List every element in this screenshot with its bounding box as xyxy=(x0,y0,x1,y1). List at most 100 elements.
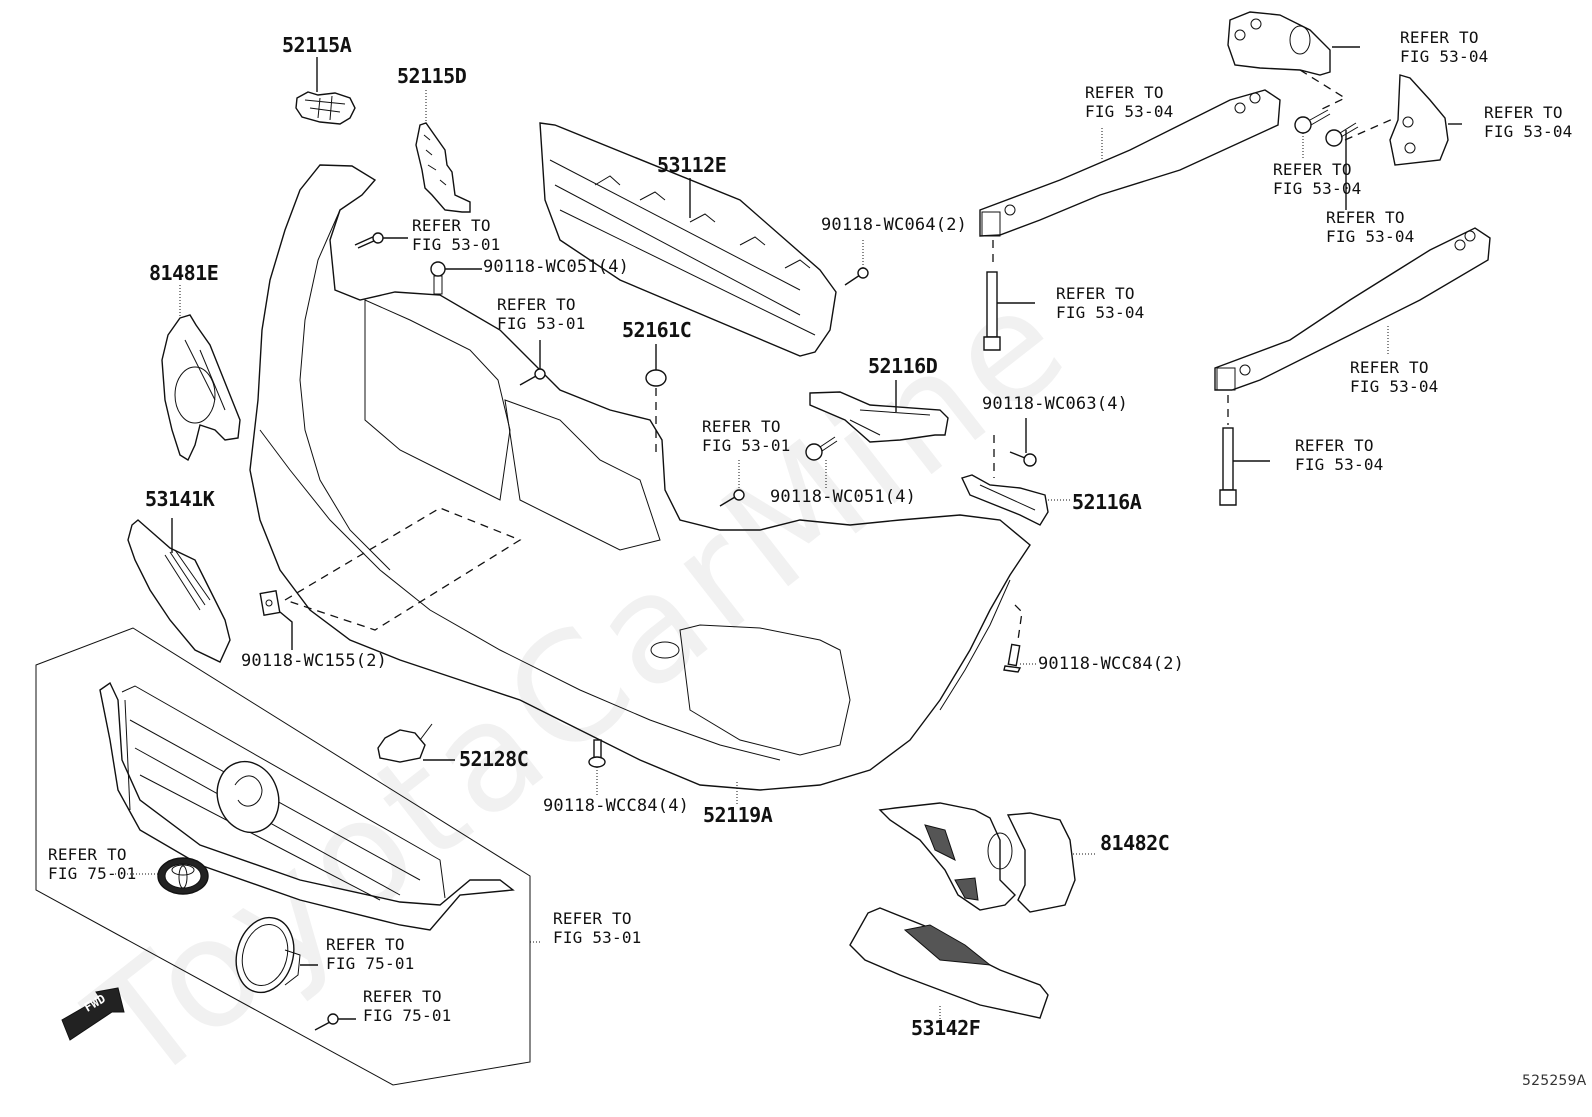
screw-refer-53-01-b[interactable] xyxy=(519,340,546,386)
part-81482C-drawing[interactable] xyxy=(878,802,1097,913)
reference-line2: FIG 53-04 xyxy=(1273,179,1362,198)
reference-line2: FIG 53-04 xyxy=(1085,102,1174,121)
fastener-label-wc063[interactable]: 90118-WC063(4) xyxy=(982,394,1129,414)
screw-wc051-a[interactable] xyxy=(430,261,482,295)
reference-line1: REFER TO xyxy=(1326,208,1405,227)
part-label-52161C[interactable]: 52161C xyxy=(622,318,692,342)
part-label-52128C[interactable]: 52128C xyxy=(459,747,529,771)
reference-line2: FIG 53-04 xyxy=(1400,47,1489,66)
beam-upper-drawing[interactable] xyxy=(979,89,1281,268)
reference-line1: REFER TO xyxy=(1484,103,1563,122)
reference-line2: FIG 53-04 xyxy=(1295,455,1384,474)
part-label-52119A[interactable]: 52119A xyxy=(703,803,773,827)
part-52161C-drawing[interactable] xyxy=(645,344,667,455)
screw-wc063[interactable] xyxy=(1009,418,1037,467)
part-81481E-drawing[interactable] xyxy=(161,285,241,462)
reference-line2: FIG 53-04 xyxy=(1350,377,1439,396)
bolt-long-lower[interactable] xyxy=(1219,427,1270,506)
bolt-wc051-b[interactable] xyxy=(805,436,838,490)
part-label-53141K[interactable]: 53141K xyxy=(145,487,215,511)
part-53142F-drawing[interactable] xyxy=(849,907,1049,1030)
part-label-81482C[interactable]: 81482C xyxy=(1100,831,1170,855)
reference-line2: FIG 75-01 xyxy=(48,864,137,883)
reference-line1: REFER TO xyxy=(1350,358,1429,377)
part-52115D-drawing[interactable] xyxy=(415,90,471,213)
reference-line2: FIG 75-01 xyxy=(363,1006,452,1025)
screw-refer-53-01-c[interactable] xyxy=(719,460,745,507)
part-label-53142F[interactable]: 53142F xyxy=(911,1016,981,1040)
fastener-wcc84-4-drawing[interactable] xyxy=(588,739,606,795)
reference-line1: REFER TO xyxy=(497,295,576,314)
fastener-label-wc064[interactable]: 90118-WC064(2) xyxy=(821,215,968,235)
part-52115A-drawing[interactable] xyxy=(295,57,356,125)
part-52116D-drawing[interactable] xyxy=(809,380,949,443)
reference-line2: FIG 53-01 xyxy=(553,928,642,947)
reference-line1: REFER TO xyxy=(1400,28,1479,47)
reference-line2: FIG 53-04 xyxy=(1484,122,1573,141)
bracket-right-drawing[interactable] xyxy=(1344,74,1462,166)
grille-drawing[interactable] xyxy=(99,681,515,931)
screw-refer-75-01[interactable] xyxy=(314,1013,356,1031)
reference-line2: FIG 53-01 xyxy=(412,235,501,254)
reference-line2: FIG 75-01 xyxy=(326,954,415,973)
reference-line1: REFER TO xyxy=(553,909,632,928)
reference-line1: REFER TO xyxy=(702,417,781,436)
part-label-52116D[interactable]: 52116D xyxy=(868,354,938,378)
figure-number: 525259A xyxy=(1522,1073,1587,1089)
clip-mount-guide xyxy=(283,507,522,631)
fastener-label-wc051-b[interactable]: 90118-WC051(4) xyxy=(770,487,917,507)
part-52116A-drawing[interactable] xyxy=(961,435,1070,526)
bracket-top-drawing[interactable] xyxy=(1227,11,1360,111)
screw-refer-53-01-a[interactable] xyxy=(354,232,408,249)
reference-line1: REFER TO xyxy=(1085,83,1164,102)
emblem-ring-drawing[interactable] xyxy=(228,911,318,999)
reference-line1: REFER TO xyxy=(48,845,127,864)
part-53141K-drawing[interactable] xyxy=(127,518,231,663)
part-label-52116A[interactable]: 52116A xyxy=(1072,490,1142,514)
reference-line1: REFER TO xyxy=(1273,160,1352,179)
part-label-52115A[interactable]: 52115A xyxy=(282,33,352,57)
bolt-refer-53-04-a[interactable] xyxy=(1294,109,1331,160)
fastener-label-wcc84-4[interactable]: 90118-WCC84(4) xyxy=(543,796,690,816)
reference-line2: FIG 53-04 xyxy=(1326,227,1415,246)
part-53112E-drawing[interactable] xyxy=(539,122,837,357)
grille-assembly-box xyxy=(35,627,542,1086)
fastener-label-wcc84-2[interactable]: 90118-WCC84(2) xyxy=(1038,654,1185,674)
part-52119A-drawing[interactable] xyxy=(249,164,1031,804)
fastener-wcc84-2-drawing[interactable] xyxy=(1003,604,1036,673)
bolt-refer-53-04-b[interactable] xyxy=(1325,122,1359,210)
toyota-emblem-drawing[interactable] xyxy=(115,857,209,895)
reference-line2: FIG 53-01 xyxy=(702,436,791,455)
part-label-81481E[interactable]: 81481E xyxy=(149,261,219,285)
part-52128C-drawing[interactable] xyxy=(377,723,455,763)
fwd-arrow-icon xyxy=(61,987,125,1041)
part-label-52115D[interactable]: 52115D xyxy=(397,64,467,88)
beam-lower-drawing[interactable] xyxy=(1214,227,1491,425)
screw-wc064[interactable] xyxy=(844,240,869,286)
reference-line1: REFER TO xyxy=(1056,284,1135,303)
fastener-label-wc155[interactable]: 90118-WC155(2) xyxy=(241,651,388,671)
bolt-long-upper[interactable] xyxy=(983,271,1035,351)
reference-line1: REFER TO xyxy=(363,987,442,1006)
fastener-wc155-drawing[interactable] xyxy=(259,589,293,650)
reference-line1: REFER TO xyxy=(326,935,405,954)
part-label-53112E[interactable]: 53112E xyxy=(657,153,727,177)
fastener-label-wc051-a[interactable]: 90118-WC051(4) xyxy=(483,257,630,277)
reference-line1: REFER TO xyxy=(412,216,491,235)
